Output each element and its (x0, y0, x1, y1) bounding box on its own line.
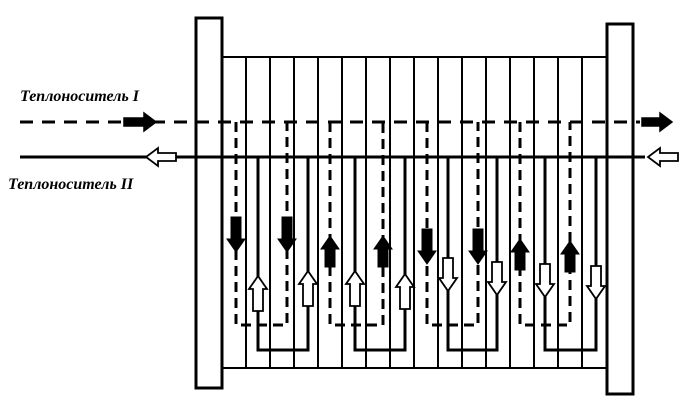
coolant-1-inlet-arrow-icon (123, 111, 158, 133)
coolant-2-outlet-arrow-icon (144, 146, 177, 168)
coolant-2-channel-loops (256, 157, 598, 352)
coolant-1-label: Теплоноситель I (20, 88, 139, 105)
left-end-frame (194, 16, 224, 390)
coolant-1-up-arrow-icons (320, 235, 580, 273)
coolant-2-down-arrow-icons (437, 257, 607, 301)
coolant-1-outlet-arrow-icon (641, 111, 674, 133)
right-end-frame (605, 22, 635, 396)
coolant-2-up-arrow-icons (247, 269, 416, 312)
coolant-2-label: Теплоноситель II (8, 176, 134, 193)
coolant-1-down-arrow-icons (226, 216, 488, 265)
plates (245, 57, 583, 368)
coolant-2-inlet-arrow-icon (646, 146, 679, 168)
